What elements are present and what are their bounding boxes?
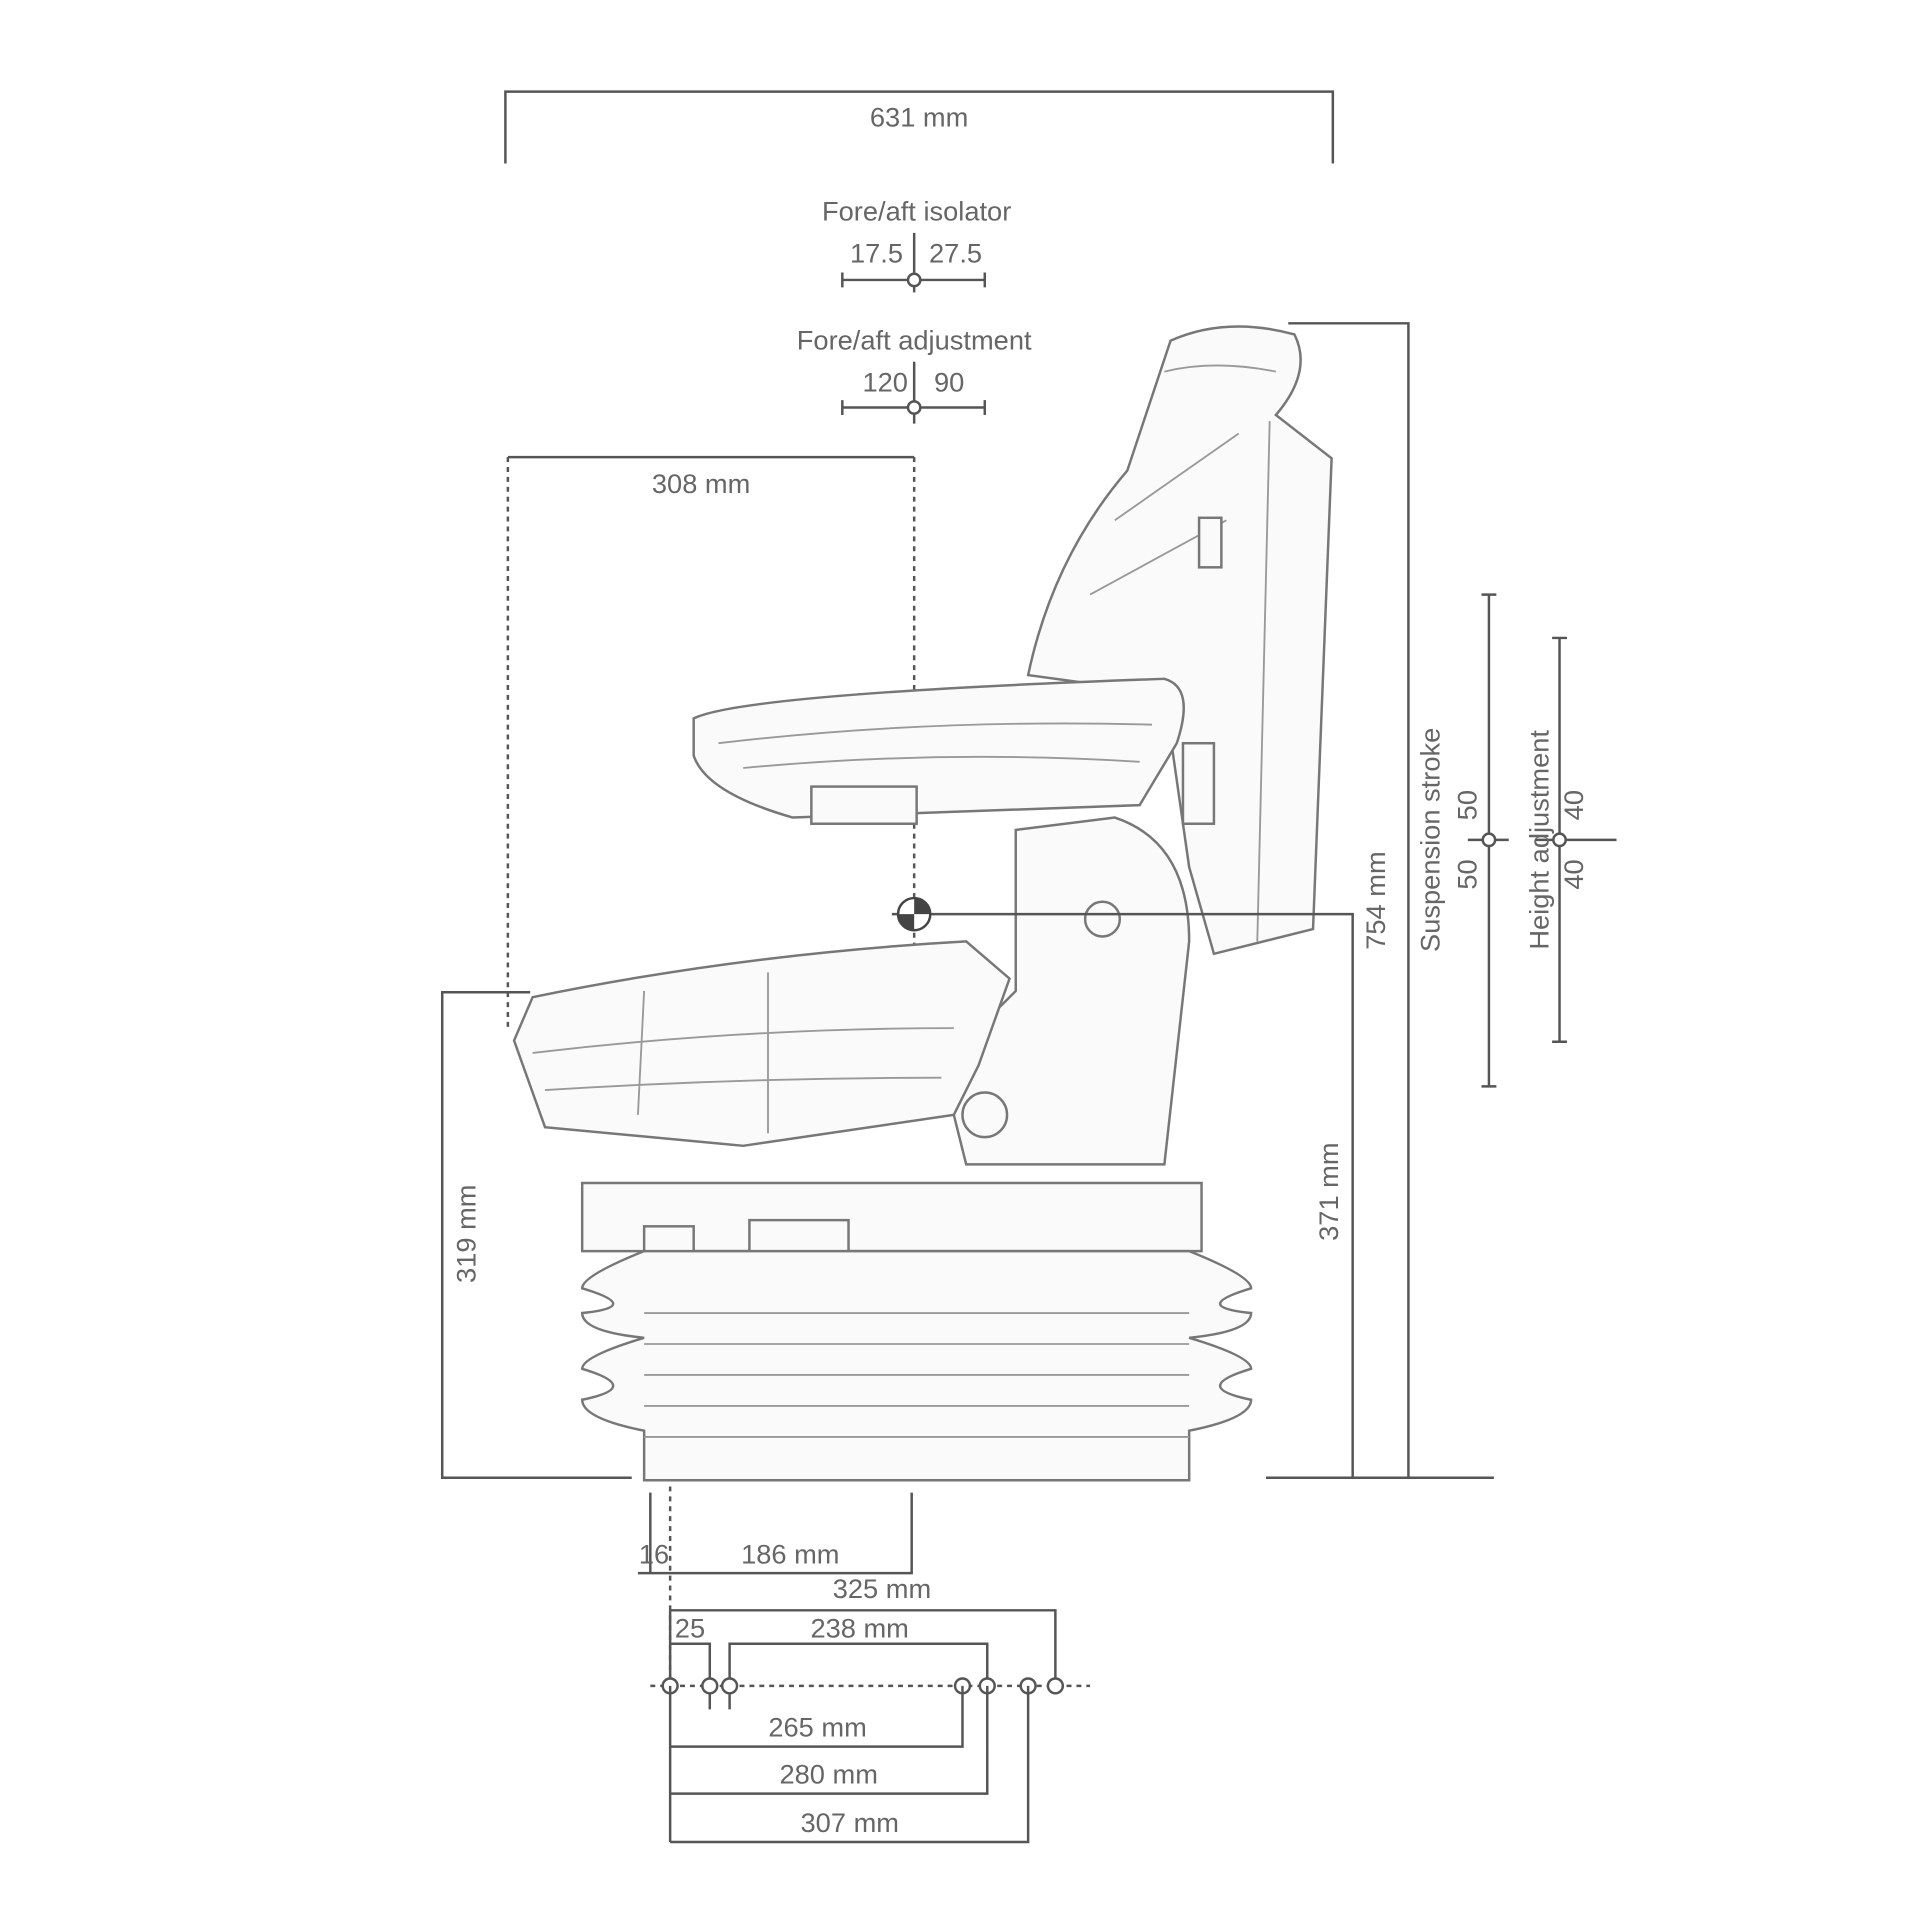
mounting-hole-dimensions: 325 mm 25 238 mm 265 mm 280 mm 307 mm: [650, 1573, 1091, 1844]
mount-238-label: 238 mm: [810, 1613, 908, 1644]
base-offset-dimensions: 16 186 mm: [637, 1486, 913, 1685]
total-height-label: 754 mm: [1360, 851, 1391, 949]
mount-265-label: 265 mm: [768, 1712, 866, 1743]
overall-width-label: 631 mm: [870, 101, 968, 132]
isolator-left: 17.5: [850, 238, 903, 269]
height-adj-up: 40: [1558, 790, 1589, 820]
mount-25-label: 25: [675, 1613, 705, 1644]
suspension-up: 50: [1452, 790, 1483, 820]
mount-325-label: 325 mm: [833, 1573, 931, 1604]
seat-height-label: 319 mm: [451, 1185, 482, 1283]
fore-aft-isolator: Fore/aft isolator 17.5 27.5: [822, 195, 1011, 293]
height-adj-down: 40: [1558, 859, 1589, 889]
isolator-title: Fore/aft isolator: [822, 195, 1011, 226]
sip-height-label: 371 mm: [1313, 1142, 1344, 1240]
base-to-sip-label: 186 mm: [741, 1538, 839, 1569]
adjustment-title: Fore/aft adjustment: [797, 324, 1032, 355]
suspension-stroke: Suspension stroke 50 50: [1414, 593, 1509, 1088]
isolator-right: 27.5: [929, 238, 982, 269]
overall-width-dimension: 631 mm: [504, 90, 1335, 164]
mount-307-label: 307 mm: [801, 1807, 899, 1838]
height-adj-label: Height adjustment: [1523, 730, 1554, 950]
mount-280-label: 280 mm: [779, 1759, 877, 1790]
height-adjustment: Height adjustment 40 40: [1523, 636, 1617, 1043]
suspension-down: 50: [1452, 859, 1483, 889]
fore-aft-adjustment: Fore/aft adjustment 120 90: [797, 324, 1032, 424]
sip-offset-label: 308 mm: [652, 468, 750, 499]
adjustment-left: 120: [863, 366, 908, 397]
sip-marker: [891, 896, 1354, 1478]
seat-height-dimension: 319 mm: [440, 990, 632, 1480]
total-height-dimension: 754 mm: [1288, 322, 1410, 1478]
suspension-label: Suspension stroke: [1414, 728, 1445, 952]
base-offset-label: 16: [639, 1538, 669, 1569]
seat-illustration: [512, 325, 1333, 1482]
sip-offset-dimension: 308 mm: [506, 455, 916, 1029]
sip-height-dimension: 371 mm: [1313, 1142, 1344, 1240]
adjustment-right: 90: [934, 366, 964, 397]
